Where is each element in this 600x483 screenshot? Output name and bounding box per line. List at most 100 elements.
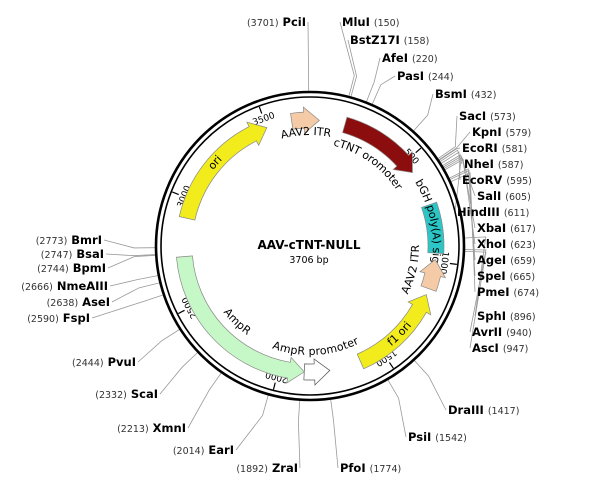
feature-bgh-polya (421, 201, 445, 254)
site-leader (439, 149, 463, 165)
site-spei: SpeI (665) (477, 269, 535, 283)
site-position: (2666) (21, 282, 53, 293)
site-afei: AfeI(220) (382, 51, 438, 65)
site-position: (617) (510, 224, 536, 235)
site-saci: SacI(573) (459, 109, 516, 123)
site-position: (2590) (27, 314, 59, 325)
site-position: (659) (510, 256, 536, 267)
ring-tick-mark (449, 262, 457, 265)
site-position: (595) (506, 176, 532, 187)
site-name: AfeI (382, 51, 408, 65)
site-name: DraIII (448, 403, 484, 417)
site-nmeaiii: NmeAIII (2666) (21, 279, 108, 293)
site-leader (371, 75, 396, 105)
feature-label-text: AAV2 ITR (279, 125, 332, 142)
site-name: HindIII (457, 205, 500, 219)
site-position: (605) (505, 192, 531, 203)
site-position: (1417) (488, 406, 520, 417)
site-leader (387, 379, 407, 438)
ring-tick-mark (258, 106, 263, 114)
backbone-inner (160, 96, 460, 396)
site-name: BmrI (71, 233, 102, 247)
site-position: (150) (374, 18, 400, 29)
site-leader (187, 372, 222, 429)
site-bpmi: BpmI(2744) (37, 261, 106, 275)
site-position: (3701) (247, 18, 279, 29)
site-bsai: BsaI(2747) (41, 247, 104, 261)
site-name: EcoRI (462, 141, 498, 155)
site-kpni: KpnI(579) (472, 125, 531, 139)
site-mlui: MluI(150) (342, 15, 399, 29)
feature-ori (178, 121, 268, 221)
site-position: (1542) (435, 433, 467, 444)
site-position: (573) (490, 112, 516, 123)
site-xbai: XbaI (617) (477, 221, 536, 235)
site-asei: AseI(2638) (47, 295, 110, 309)
site-name: BsmI (435, 87, 467, 101)
site-name: BsaI (76, 247, 104, 261)
site-pasi: PasI (244) (397, 69, 454, 83)
plasmid-length: 3706 bp (289, 255, 328, 266)
site-name: SphI (477, 309, 506, 323)
site-leader (413, 93, 434, 132)
site-position: (623) (510, 240, 536, 251)
site-psii: PsiI(1542) (408, 430, 467, 444)
backbone-outer (154, 90, 466, 402)
site-leader (111, 282, 160, 303)
plasmid-name: AAV-cTNT-NULL (258, 238, 361, 252)
site-position: (581) (502, 144, 528, 155)
site-labels: PciI(3701)MluI(150)BstZ17I(158)AfeI(220)… (21, 15, 539, 475)
site-position: (2213) (117, 424, 149, 435)
ring-tick-mark (172, 191, 179, 196)
site-fspi: FspI(2590) (27, 311, 90, 325)
site-position: (2747) (41, 250, 73, 261)
site-draiii: DraIII (1417) (448, 403, 519, 417)
site-name: AvrII (472, 325, 502, 339)
site-leader (107, 254, 156, 269)
site-ecorv: EcoRV (595) (462, 173, 532, 187)
site-name: XhoI (477, 237, 506, 251)
site-sphi: SphI (896) (477, 309, 536, 323)
feature-aav2-itr-left (290, 106, 320, 134)
feature-label-text: AmpR promoter (271, 334, 361, 358)
site-pmei: PmeI(674) (477, 285, 539, 299)
site-position: (2638) (47, 298, 79, 309)
site-position: (665) (510, 272, 536, 283)
feature-ampr (176, 255, 305, 384)
site-leader (464, 249, 487, 333)
site-name: SalI (477, 189, 501, 203)
site-name: AgeI (477, 253, 506, 267)
site-leader (103, 239, 156, 249)
site-position: (432) (471, 90, 497, 101)
site-position: (587) (498, 160, 524, 171)
site-position: (244) (428, 72, 454, 83)
site-name: PasI (397, 69, 424, 83)
site-name: BstZ17I (350, 33, 400, 47)
site-leader (444, 158, 476, 245)
site-scai: ScaI(2332) (95, 387, 158, 401)
site-pcii: PciI(3701) (247, 15, 306, 29)
site-leader (307, 21, 310, 92)
site-xhoi: XhoI (623) (477, 237, 536, 251)
site-name: NheI (464, 157, 494, 171)
feature-ctnt-promoter (342, 116, 413, 174)
ring-tick-mark (415, 147, 422, 154)
site-leader (297, 400, 301, 469)
site-position: (2332) (95, 390, 127, 401)
ring-tick-mark (178, 309, 185, 315)
site-leader (235, 395, 269, 451)
site-avrii: AvrII(940) (472, 325, 532, 339)
site-name: BpmI (73, 261, 106, 275)
site-name: AseI (82, 295, 110, 309)
site-pfoi: PfoI(1774) (340, 461, 401, 475)
site-nhei: NheI (587) (464, 157, 523, 171)
site-agei: AgeI (659) (477, 253, 536, 267)
site-name: NmeAIII (57, 279, 108, 293)
ring-tick-mark (388, 362, 394, 369)
site-name: EcoRV (462, 173, 502, 187)
site-asci: AscI(947) (472, 341, 528, 355)
site-name: XbaI (477, 221, 506, 235)
site-position: (896) (510, 312, 536, 323)
site-name: SpeI (477, 269, 506, 283)
